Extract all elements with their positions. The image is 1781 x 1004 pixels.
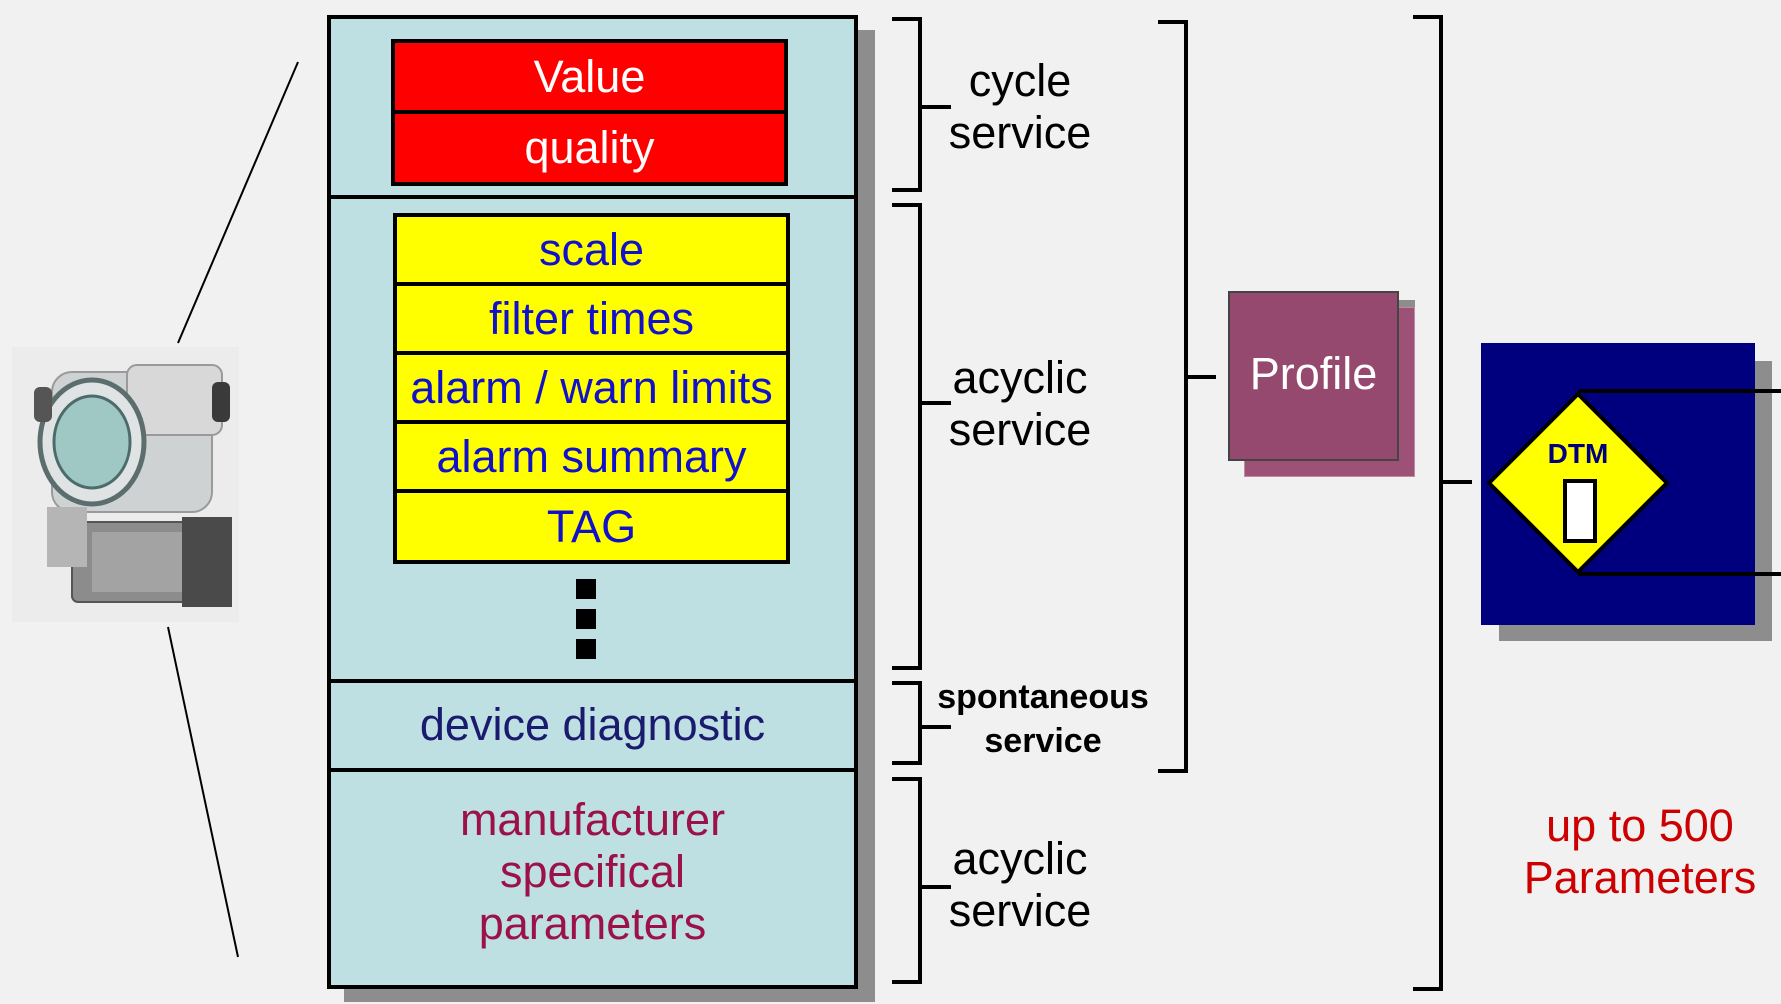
- profile-label: Profile: [1249, 348, 1378, 399]
- pointer-line-bottom: [167, 626, 239, 958]
- brace-acyclic-bottom: [892, 777, 951, 984]
- alarm-summary-cell: alarm summary: [393, 420, 790, 493]
- profile-box: Profile: [1228, 291, 1399, 461]
- ellipsis-dot: [576, 579, 596, 599]
- quality-cell: quality: [391, 110, 788, 186]
- pointer-line-top: [177, 61, 299, 344]
- brace-acyclic-top: [892, 203, 951, 670]
- brace-cycle: [892, 17, 951, 192]
- ellipsis-dot: [576, 609, 596, 629]
- parameter-panel: Value quality scale filter times alarm /…: [327, 15, 858, 989]
- value-cell: Value: [391, 39, 788, 114]
- brace-dtm: [1413, 15, 1472, 991]
- filter-times-cell: filter times: [393, 282, 790, 355]
- ellipsis-dot: [576, 639, 596, 659]
- dtm-label: DTM: [1547, 438, 1609, 469]
- manufacturer-parameters-label: manufacturer specifical parameters: [459, 794, 726, 949]
- divider-diagnostic: [331, 768, 854, 772]
- brace-profile: [1158, 20, 1216, 773]
- transmitter-device-image: [12, 347, 239, 622]
- alarm-warn-limits-cell: alarm / warn limits: [393, 351, 790, 424]
- brace-spontaneous: [892, 681, 951, 765]
- scale-cell: scale: [393, 213, 790, 286]
- tag-cell: TAG: [393, 489, 790, 564]
- divider-acyclic: [331, 679, 854, 683]
- device-diagnostic-label: device diagnostic: [419, 699, 766, 750]
- divider-cycle: [331, 195, 854, 199]
- dtm-icon: [1486, 389, 1781, 576]
